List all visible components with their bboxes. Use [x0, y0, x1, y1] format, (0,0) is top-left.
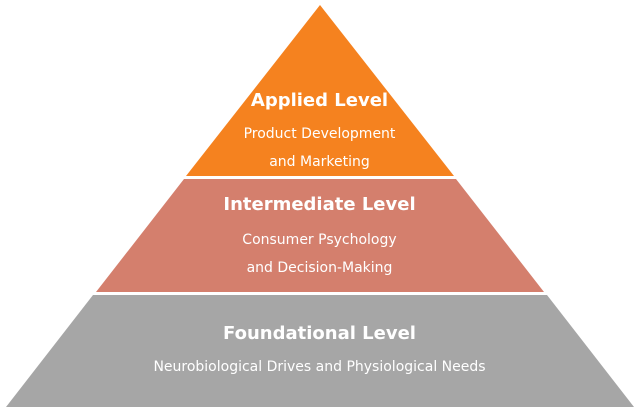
applied-level-line1: Product Development	[243, 126, 396, 142]
intermediate-level-line1: Consumer Psychology	[242, 232, 397, 248]
intermediate-level-tier	[96, 179, 544, 292]
foundational-level-title: Foundational Level	[223, 323, 416, 344]
applied-level-tier	[186, 5, 454, 176]
applied-level-title: Applied Level	[250, 90, 389, 111]
intermediate-level-title: Intermediate Level	[223, 194, 416, 215]
applied-level-line2: and Marketing	[269, 154, 370, 170]
foundational-level-tier	[6, 295, 634, 407]
intermediate-level-line2: and Decision-Making	[246, 260, 393, 276]
foundational-level-line1: Neurobiological Drives and Physiological…	[153, 359, 486, 375]
